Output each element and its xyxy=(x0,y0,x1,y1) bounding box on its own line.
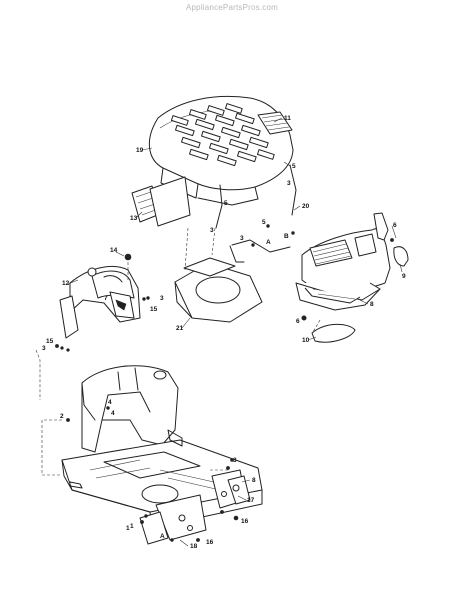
callout: B xyxy=(284,233,289,240)
callout: 21 xyxy=(176,325,184,332)
chassis-frame xyxy=(61,365,263,545)
callout: 15 xyxy=(46,338,54,345)
callout: 5 xyxy=(224,200,228,207)
callout: 16 xyxy=(241,518,249,525)
callout: 6 xyxy=(393,222,397,229)
callout: 1 xyxy=(126,525,130,532)
callout: 18 xyxy=(190,543,198,550)
callout: 8 xyxy=(370,301,374,308)
frame-hardware xyxy=(106,406,239,542)
callout: 6 xyxy=(296,318,300,325)
fastener-set xyxy=(55,296,307,422)
callout: 14 xyxy=(110,247,118,254)
callout: 5 xyxy=(292,163,296,170)
callout: 15 xyxy=(150,306,158,313)
callout: 1 xyxy=(130,523,134,530)
callout: 12 xyxy=(62,280,70,287)
callout: 10 xyxy=(302,337,310,344)
callout: 3 xyxy=(160,295,164,302)
callout: 2 xyxy=(60,413,64,420)
callout: 3 xyxy=(240,235,244,242)
callout: 5 xyxy=(262,219,266,226)
knob xyxy=(124,253,132,261)
callout: 8 xyxy=(252,477,256,484)
callout: 17 xyxy=(247,497,255,504)
callout-labels: 11 5 3 19 5 20 13 3 5 3 A B 6 9 14 12 7 … xyxy=(42,115,406,550)
watermark: AppliancePartsPros.com xyxy=(186,3,278,12)
callout: 11 xyxy=(284,115,291,122)
leader-lines xyxy=(67,117,403,547)
callout: 7 xyxy=(104,295,108,302)
callout: 9 xyxy=(402,273,406,280)
callout: A xyxy=(266,239,271,246)
callout: 16 xyxy=(206,539,214,546)
callout: 3 xyxy=(287,180,291,187)
side-grille-right xyxy=(257,111,293,135)
dash-panel xyxy=(59,265,141,339)
callout: 3 xyxy=(42,345,46,352)
callout: 19 xyxy=(136,147,144,154)
callout: 3 xyxy=(233,457,237,464)
hood-vent-slots xyxy=(170,103,275,167)
callout: 3 xyxy=(210,227,214,234)
callout: 20 xyxy=(302,203,310,210)
front-grille-bumper xyxy=(295,212,409,311)
callout: 13 xyxy=(130,215,138,222)
callout: 4 xyxy=(108,399,112,406)
hood-rods xyxy=(215,164,297,263)
air-duct xyxy=(174,257,263,323)
reference-lines xyxy=(35,349,230,476)
callout: A xyxy=(160,533,165,540)
callout: 4 xyxy=(111,410,115,417)
lens-cover xyxy=(311,323,356,343)
hood-assembly xyxy=(131,95,294,227)
